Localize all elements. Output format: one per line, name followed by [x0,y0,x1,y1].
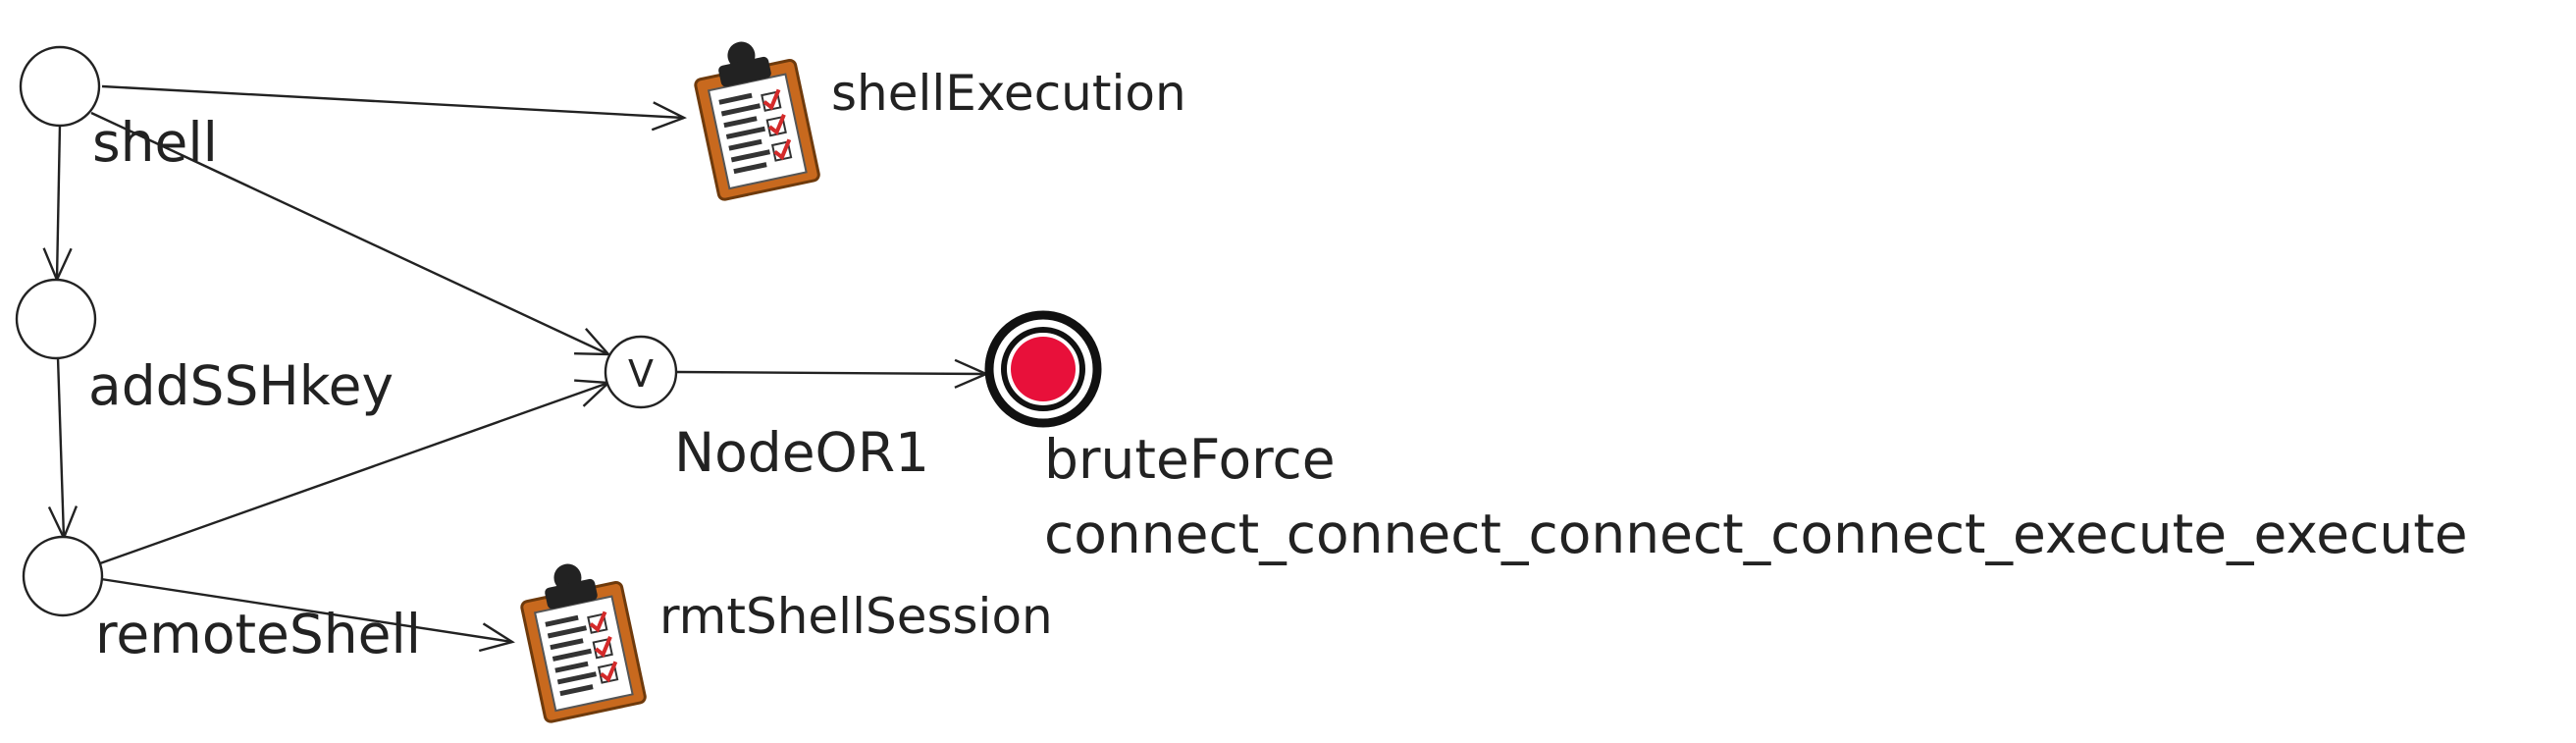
node-goal-sublabel: connect_connect_connect_connect_execute_… [1044,503,2468,565]
edge-addSSHkey-to-remoteShell [47,356,79,541]
clipboard-checklist-icon [515,554,647,722]
node-goal-label: bruteForce [1044,428,1336,491]
edge-shell-to-or [90,111,611,356]
edge-remoteShell-to-rmtShellSession [100,577,515,653]
artifact-rmtShellSession-label: rmtShellSession [659,588,1053,645]
edge-shell-to-shellExecution [101,84,687,132]
artifact-rmtShellSession[interactable]: rmtShellSession [515,554,1053,722]
node-addSSHkey-label: addSSHkey [88,354,394,417]
node-or[interactable]: V NodeOR1 [604,335,929,484]
clipboard-checklist-icon [689,31,820,200]
node-remoteShell-circle [22,535,104,617]
node-remoteShell-label: remoteShell [95,603,421,665]
artifact-shellExecution[interactable]: shellExecution [689,31,1186,200]
node-addSSHkey[interactable]: addSSHkey [15,278,394,417]
node-or-symbol: V [628,352,654,396]
node-remoteShell[interactable]: remoteShell [22,535,421,665]
edge-shell-to-addSSHkey [42,124,73,283]
node-goal[interactable]: bruteForce connect_connect_connect_conne… [984,310,2468,565]
node-or-label: NodeOR1 [674,421,929,484]
artifact-shellExecution-label: shellExecution [831,65,1186,122]
goal-fill-dot [1011,337,1076,401]
node-addSSHkey-circle [15,278,97,360]
node-shell-circle [19,45,101,128]
edge-or-to-goal [676,358,989,389]
node-shell[interactable]: shell [19,45,218,174]
edge-remoteShell-to-or [99,379,611,565]
node-shell-label: shell [92,111,218,174]
node-or-circle [604,335,678,409]
